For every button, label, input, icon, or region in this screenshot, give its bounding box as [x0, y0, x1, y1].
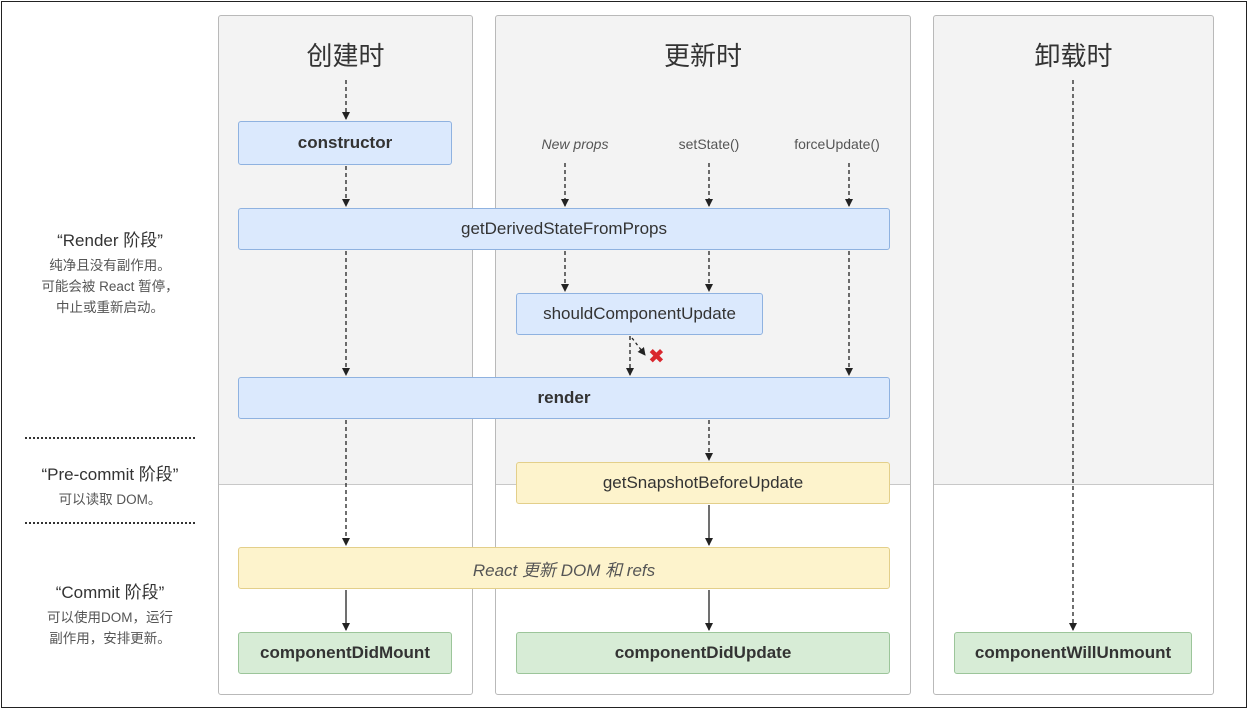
method-component-will-unmount: componentWillUnmount — [954, 632, 1192, 674]
phase-commit: “Commit 阶段” 可以使用DOM，运行 副作用，安排更新。 — [20, 578, 200, 649]
phase-separator — [25, 437, 195, 439]
phase-precommit-desc: 可以读取 DOM。 — [20, 489, 200, 510]
phase-render-title: “Render 阶段” — [57, 231, 163, 250]
phase-commit-desc-line: 可以使用DOM，运行 — [47, 610, 173, 625]
react-updates-dom: React 更新 DOM 和 refs — [238, 547, 890, 589]
phase-commit-desc-line: 副作用，安排更新。 — [49, 631, 171, 646]
phase-precommit-title: “Pre-commit 阶段” — [41, 465, 179, 484]
phase-commit-title: “Commit 阶段” — [55, 583, 165, 602]
trigger-set-state: setState() — [678, 136, 740, 152]
method-get-derived-state-from-props: getDerivedStateFromProps — [238, 208, 890, 250]
phase-render-desc: 纯净且没有副作用。 可能会被 React 暂停， 中止或重新启动。 — [20, 255, 200, 318]
column-title-update: 更新时 — [663, 42, 742, 72]
trigger-new-props: New props — [541, 136, 609, 152]
phase-precommit-desc-line: 可以读取 DOM。 — [58, 492, 162, 507]
trigger-force-update: forceUpdate() — [794, 136, 880, 152]
column-title-unmount: 卸载时 — [1034, 42, 1113, 72]
method-render: render — [238, 377, 890, 419]
phase-render-desc-line: 纯净且没有副作用。 — [49, 258, 171, 273]
phase-render: “Render 阶段” 纯净且没有副作用。 可能会被 React 暂停， 中止或… — [20, 226, 200, 318]
phase-commit-desc: 可以使用DOM，运行 副作用，安排更新。 — [20, 607, 200, 649]
method-should-component-update: shouldComponentUpdate — [516, 293, 763, 335]
phase-render-desc-line: 中止或重新启动。 — [56, 300, 164, 315]
cancel-icon: ✖ — [648, 344, 665, 368]
method-get-snapshot-before-update: getSnapshotBeforeUpdate — [516, 462, 890, 504]
phase-separator — [25, 522, 195, 524]
method-constructor: constructor — [238, 121, 452, 165]
phase-precommit: “Pre-commit 阶段” 可以读取 DOM。 — [20, 460, 200, 510]
column-title-mount: 创建时 — [306, 42, 385, 72]
arrow-scu-cancel — [631, 337, 646, 356]
method-component-did-update: componentDidUpdate — [516, 632, 890, 674]
column-divider — [934, 484, 1213, 485]
phase-render-desc-line: 可能会被 React 暂停， — [41, 279, 179, 294]
method-component-did-mount: componentDidMount — [238, 632, 452, 674]
